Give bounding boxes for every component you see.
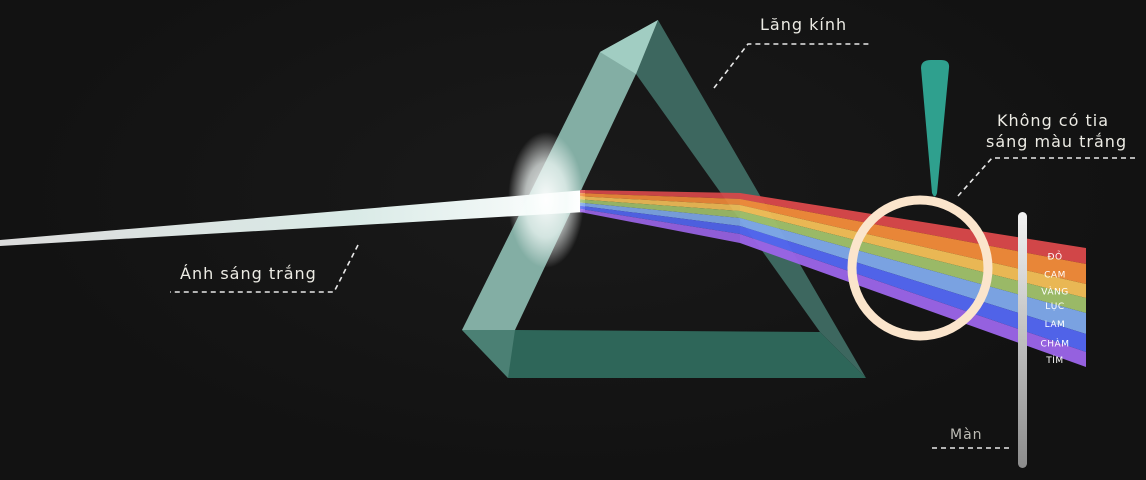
spectrum-labels: ĐỎ CAM VÀNG LỤC LAM CHÀM TÍM bbox=[1041, 251, 1070, 367]
band-label-tim: TÍM bbox=[1045, 354, 1063, 366]
prism-top-bevel bbox=[600, 20, 658, 74]
prism-label: Lăng kính bbox=[760, 15, 847, 34]
outer-band-cam bbox=[740, 199, 1086, 284]
band-label-cam: CAM bbox=[1044, 271, 1066, 281]
outer-band-do bbox=[740, 193, 1086, 264]
no-white-label-line1: Không có tia bbox=[997, 111, 1109, 130]
white-light-label: Ánh sáng trắng bbox=[180, 264, 317, 283]
band-label-do: ĐỎ bbox=[1047, 251, 1062, 263]
inner-band-lam bbox=[580, 202, 740, 226]
white-light-beam bbox=[0, 190, 585, 246]
inner-band-cam bbox=[580, 193, 740, 205]
prism-base-left bbox=[462, 330, 515, 378]
outer-band-tim bbox=[740, 234, 1086, 367]
band-label-vang: VÀNG bbox=[1041, 286, 1068, 298]
band-label-luc: LỤC bbox=[1045, 302, 1064, 312]
band-label-cham: CHÀM bbox=[1041, 338, 1070, 350]
no-white-leader-line bbox=[957, 157, 1136, 197]
entry-glow bbox=[508, 132, 584, 268]
inner-band-luc bbox=[580, 199, 740, 218]
inner-band-do bbox=[580, 190, 740, 199]
outer-spectrum bbox=[740, 193, 1086, 367]
outer-band-lam bbox=[740, 218, 1086, 334]
no-white-label-line2: sáng màu trắng bbox=[986, 132, 1127, 151]
outer-band-cham bbox=[740, 226, 1086, 352]
inner-spectrum bbox=[580, 190, 740, 243]
magnifier-probe bbox=[921, 60, 950, 197]
inner-band-vang bbox=[580, 196, 740, 211]
inner-band-cham bbox=[580, 205, 740, 234]
inner-band-tim bbox=[580, 208, 740, 243]
screen-label: Màn bbox=[950, 427, 983, 443]
white-light-leader-line bbox=[170, 244, 359, 293]
band-label-lam: LAM bbox=[1045, 320, 1066, 330]
screen-bar bbox=[1018, 212, 1027, 468]
prism-leader-line bbox=[713, 43, 870, 89]
magnifier-lens-ring bbox=[847, 195, 993, 341]
outer-band-vang bbox=[740, 205, 1086, 298]
prism-base bbox=[462, 330, 866, 378]
outer-band-luc bbox=[740, 211, 1086, 313]
